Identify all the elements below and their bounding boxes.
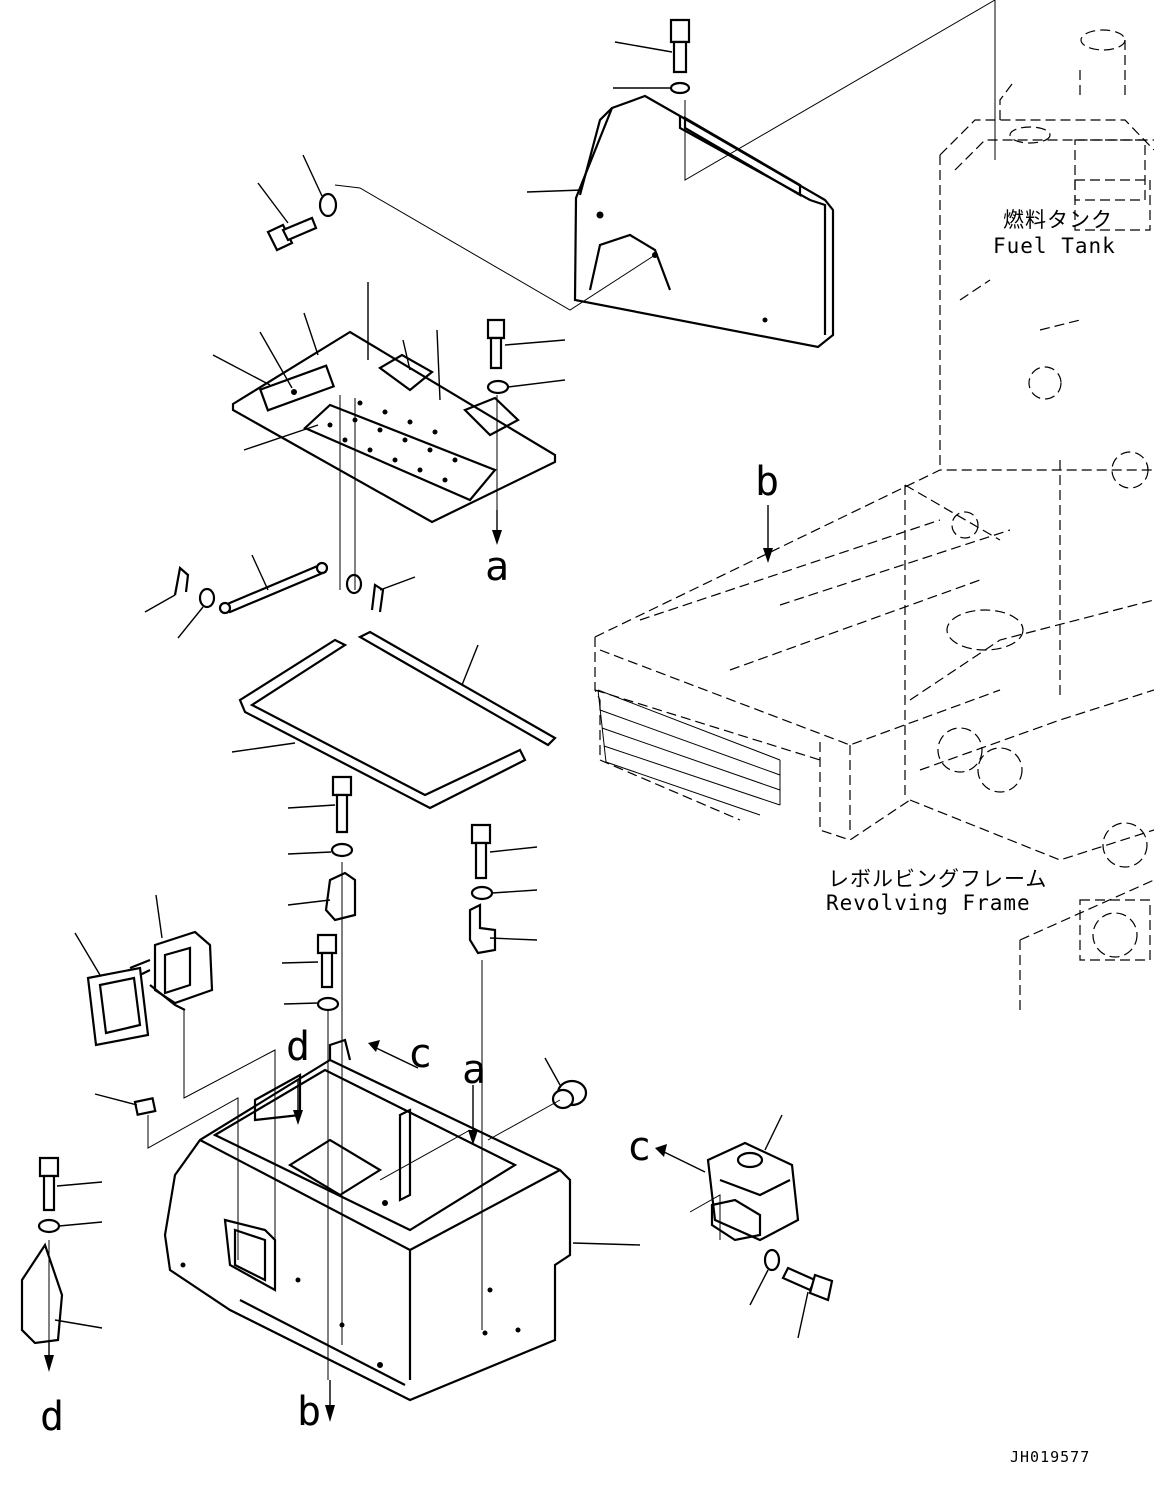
fuel-tank-label-en: Fuel Tank bbox=[993, 234, 1116, 258]
battery-relay bbox=[706, 1141, 800, 1242]
ref-a-top: a bbox=[485, 544, 509, 590]
top-bolt bbox=[669, 18, 691, 74]
side-bracket bbox=[20, 1242, 64, 1345]
revolving-frame-label-en: Revolving Frame bbox=[826, 891, 1031, 915]
ref-b-bottom: b bbox=[297, 1389, 321, 1435]
panel-washer bbox=[486, 379, 510, 395]
revolving-frame-label-jp: レボルビングフレーム bbox=[828, 867, 1047, 891]
leader-lines bbox=[48, 0, 996, 1380]
fuel-tank-label-jp: 燃料タンク bbox=[1003, 208, 1113, 232]
box-washer-3 bbox=[316, 996, 340, 1012]
ref-a-box: a bbox=[462, 1047, 486, 1093]
panel-bolt bbox=[486, 318, 506, 370]
cover-side-washer bbox=[318, 192, 338, 218]
ref-c-box: c bbox=[408, 1031, 432, 1077]
support-rod bbox=[218, 561, 329, 615]
box-washer-1 bbox=[330, 842, 354, 858]
ref-c-relay: c bbox=[627, 1124, 651, 1170]
ref-d-box: d bbox=[286, 1024, 310, 1070]
relay-bolt bbox=[781, 1266, 834, 1302]
cover-side-bolt bbox=[266, 216, 318, 252]
work-lamp bbox=[129, 930, 214, 1011]
box-bolt-2 bbox=[470, 823, 492, 880]
battery-box bbox=[163, 1038, 572, 1402]
strip-seal bbox=[357, 630, 557, 747]
ref-b-top: b bbox=[755, 459, 779, 505]
fuel-tank-outline bbox=[939, 29, 1154, 470]
reference-arrows bbox=[44, 505, 773, 1422]
rod-washer-left bbox=[198, 587, 216, 609]
rod-clip-right bbox=[370, 583, 385, 613]
cable-clip bbox=[133, 1096, 157, 1117]
side-bolt bbox=[38, 1156, 60, 1212]
revolving-frame-outline bbox=[594, 451, 1154, 1010]
side-washer bbox=[37, 1218, 61, 1234]
box-washer-2 bbox=[470, 885, 494, 901]
bracket-2 bbox=[468, 903, 497, 955]
grommet-seal bbox=[86, 966, 150, 1047]
rod-clip-left bbox=[173, 565, 190, 596]
box-bolt-1 bbox=[331, 775, 353, 834]
drawing-code: JH019577 bbox=[1010, 1448, 1090, 1466]
frame-seal bbox=[238, 638, 527, 810]
ref-d-bottom: d bbox=[40, 1394, 64, 1440]
plug-cap bbox=[551, 1079, 588, 1110]
box-bolt-3 bbox=[316, 933, 338, 989]
relay-washer bbox=[763, 1248, 781, 1272]
access-panel bbox=[231, 330, 557, 524]
top-washer bbox=[669, 81, 691, 95]
rod-washer-right bbox=[345, 573, 363, 595]
bracket-1 bbox=[324, 871, 357, 922]
fuel-tank-cover bbox=[573, 94, 835, 349]
